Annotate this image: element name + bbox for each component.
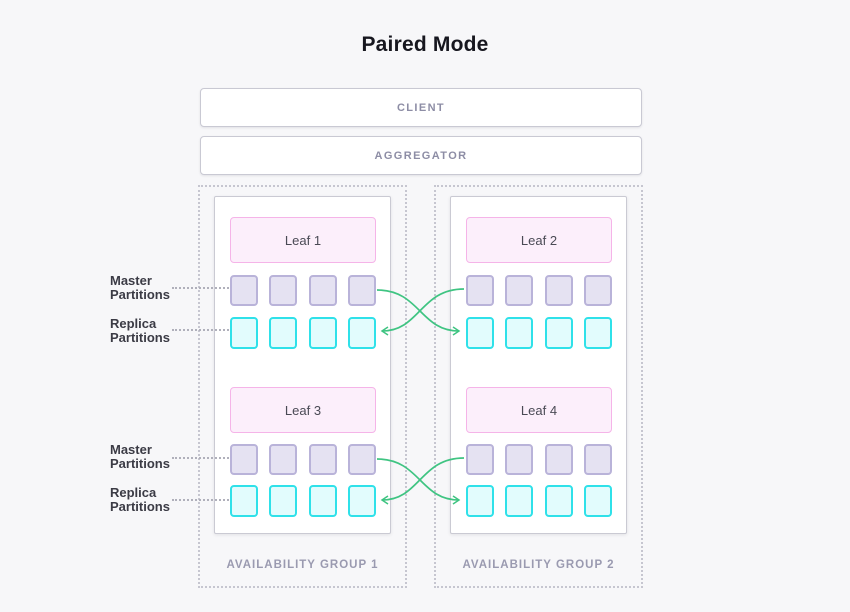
availability-group-2-label: AVAILABILITY GROUP 2 [462,559,615,571]
replica-partitions-label-bottom: Replica Partitions [110,485,170,514]
master-partition [347,444,376,475]
replica-partition [505,485,534,517]
leaf-3: Leaf 3 [230,387,376,433]
master-partition [544,275,573,306]
master-partition [269,444,298,475]
replica-partition-row [230,485,376,517]
replica-partition [230,317,258,349]
master-partition [308,275,337,306]
master-partition-row [466,275,612,306]
replica-partition [583,317,612,349]
page-title: Paired Mode [361,33,489,56]
replica-partition [583,485,612,517]
master-partitions-label-bottom: Master Partitions [110,442,170,471]
replica-partition-row [466,317,612,349]
leader-line-master-top [172,287,229,289]
leaf-4: Leaf 4 [466,387,612,433]
leaf-node-box-2: Leaf 2 Leaf 4 [450,196,627,534]
aggregator-box: AGGREGATOR [200,136,642,175]
replica-partition [347,485,376,517]
replica-partition [308,317,337,349]
master-partition [230,275,258,306]
master-partition [308,444,337,475]
replica-partition [466,485,494,517]
leaf-1: Leaf 1 [230,217,376,263]
replica-partition [230,485,258,517]
replica-partition-row [230,317,376,349]
aggregator-label: AGGREGATOR [374,149,468,162]
master-partition-row [466,444,612,475]
master-partition [505,444,534,475]
master-partition [583,275,612,306]
leaf-node-box-1: Leaf 1 Leaf 3 [214,196,391,534]
availability-group-2: Leaf 2 Leaf 4 AVAILABILITY GROUP 2 [434,185,643,588]
client-box: CLIENT [200,88,642,127]
replica-partition [347,317,376,349]
master-partition [505,275,534,306]
replica-partition [466,317,494,349]
master-partition-row [230,444,376,475]
leader-line-replica-top [172,329,229,331]
master-partition [466,444,494,475]
replica-partitions-label-top: Replica Partitions [110,316,170,345]
replica-partition-row [466,485,612,517]
availability-group-1-label: AVAILABILITY GROUP 1 [226,559,379,571]
master-partition [544,444,573,475]
replica-partition [505,317,534,349]
master-partition [347,275,376,306]
master-partitions-label-top: Master Partitions [110,273,170,302]
leaf-2: Leaf 2 [466,217,612,263]
replica-partition [544,317,573,349]
master-partition [230,444,258,475]
replica-partition [308,485,337,517]
replica-partition [269,485,298,517]
replica-partition [544,485,573,517]
leader-line-master-bottom [172,457,229,459]
master-partition [466,275,494,306]
availability-group-1: Leaf 1 Leaf 3 AVAILABILITY GROUP 1 [198,185,407,588]
master-partition [269,275,298,306]
master-partition-row [230,275,376,306]
leader-line-replica-bottom [172,499,229,501]
replica-partition [269,317,298,349]
client-label: CLIENT [396,101,446,114]
master-partition [583,444,612,475]
